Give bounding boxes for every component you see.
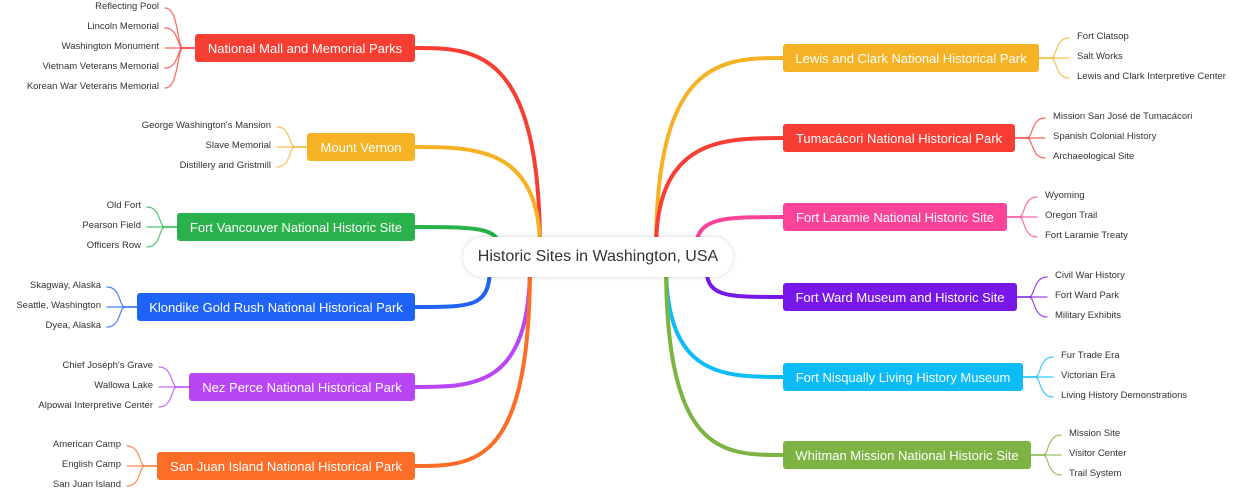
leaf-item[interactable]: Chief Joseph's Grave <box>62 360 153 371</box>
branch-fort-nisqually-living-history-museum[interactable]: Fort Nisqually Living History Museum <box>783 363 1023 391</box>
leaf-item[interactable]: Officers Row <box>86 240 141 251</box>
branch-tumac-cori-national-historical-park[interactable]: Tumacácori National Historical Park <box>783 124 1015 152</box>
branch-label: National Mall and Memorial Parks <box>207 40 403 56</box>
branch-label: Tumacácori National Historical Park <box>795 130 1003 146</box>
leaf-item[interactable]: Alpowai Interpretive Center <box>38 400 153 411</box>
leaf-item[interactable]: Lincoln Memorial <box>87 21 159 32</box>
leaf-item[interactable]: Mission Site <box>1069 428 1121 439</box>
leaf-item[interactable]: Spanish Colonial History <box>1053 131 1157 142</box>
leaf-item[interactable]: Pearson Field <box>82 220 141 231</box>
leaf-item[interactable]: English Camp <box>61 459 121 470</box>
branch-whitman-mission-national-historic-site[interactable]: Whitman Mission National Historic Site <box>783 441 1031 469</box>
branch-mount-vernon[interactable]: Mount Vernon <box>307 133 415 161</box>
branch-fort-ward-museum-and-historic-site[interactable]: Fort Ward Museum and Historic Site <box>783 283 1017 311</box>
leaf-item[interactable]: San Juan Island <box>52 479 121 490</box>
leaf-item[interactable]: Dyea, Alaska <box>45 320 101 331</box>
branch-label: Fort Vancouver National Historic Site <box>189 219 403 235</box>
leaf-item[interactable]: Civil War History <box>1055 270 1125 281</box>
root-topic-label: Historic Sites in Washington, USA <box>477 248 719 265</box>
leaf-item[interactable]: Fort Laramie Treaty <box>1045 230 1128 241</box>
branch-national-mall-and-memorial-parks[interactable]: National Mall and Memorial Parks <box>195 34 415 62</box>
leaf-item[interactable]: Washington Monument <box>61 41 159 52</box>
leaf-item[interactable]: Mission San José de Tumacácori <box>1053 111 1193 122</box>
branch-klondike-gold-rush-national-historical-park[interactable]: Klondike Gold Rush National Historical P… <box>137 293 415 321</box>
leaf-item[interactable]: American Camp <box>52 439 121 450</box>
leaf-item[interactable]: Fort Clatsop <box>1077 31 1129 42</box>
branch-label: Mount Vernon <box>320 139 402 155</box>
leaf-item[interactable]: Fort Ward Park <box>1055 290 1120 301</box>
branch-label: Whitman Mission National Historic Site <box>795 447 1019 463</box>
leaf-item[interactable]: Wallowa Lake <box>94 380 153 391</box>
leaf-item[interactable]: Salt Works <box>1077 51 1123 62</box>
leaf-item[interactable]: Old Fort <box>106 200 141 211</box>
leaf-item[interactable]: Lewis and Clark Interpretive Center <box>1077 71 1226 82</box>
leaf-item[interactable]: Distillery and Gristmill <box>179 160 271 171</box>
leaf-item[interactable]: Trail System <box>1069 468 1122 479</box>
leaf-item[interactable]: Skagway, Alaska <box>29 280 101 291</box>
leaf-item[interactable]: Korean War Veterans Memorial <box>26 81 159 92</box>
leaf-item[interactable]: George Washington's Mansion <box>141 120 271 131</box>
branch-label: Fort Ward Museum and Historic Site <box>795 289 1005 305</box>
branch-san-juan-island-national-historical-park[interactable]: San Juan Island National Historical Park <box>157 452 415 480</box>
leaf-item[interactable]: Fur Trade Era <box>1061 350 1120 361</box>
branch-label: San Juan Island National Historical Park <box>170 458 402 474</box>
branch-fort-vancouver-national-historic-site[interactable]: Fort Vancouver National Historic Site <box>177 213 415 241</box>
leaf-item[interactable]: Seattle, Washington <box>16 300 101 311</box>
branch-label: Fort Nisqually Living History Museum <box>795 369 1011 385</box>
leaf-item[interactable]: Reflecting Pool <box>95 1 159 12</box>
leaf-item[interactable]: Oregon Trail <box>1045 210 1098 221</box>
leaf-item[interactable]: Wyoming <box>1045 190 1085 201</box>
branch-label: Nez Perce National Historical Park <box>202 379 402 395</box>
branch-lewis-and-clark-national-historical-park[interactable]: Lewis and Clark National Historical Park <box>783 44 1039 72</box>
leaf-item[interactable]: Archaeological Site <box>1053 151 1135 162</box>
leaf-item[interactable]: Victorian Era <box>1061 370 1116 381</box>
branch-label: Fort Laramie National Historic Site <box>796 209 994 225</box>
branch-nez-perce-national-historical-park[interactable]: Nez Perce National Historical Park <box>189 373 415 401</box>
leaf-item[interactable]: Vietnam Veterans Memorial <box>42 61 159 72</box>
leaf-item[interactable]: Visitor Center <box>1069 448 1127 459</box>
branch-fort-laramie-national-historic-site[interactable]: Fort Laramie National Historic Site <box>783 203 1007 231</box>
branch-label: Klondike Gold Rush National Historical P… <box>149 299 403 315</box>
leaf-item[interactable]: Living History Demonstrations <box>1061 390 1188 401</box>
leaf-item[interactable]: Slave Memorial <box>205 140 271 151</box>
root-topic[interactable]: Historic Sites in Washington, USA <box>463 237 733 277</box>
leaf-item[interactable]: Military Exhibits <box>1055 310 1121 321</box>
branch-label: Lewis and Clark National Historical Park <box>795 50 1027 66</box>
